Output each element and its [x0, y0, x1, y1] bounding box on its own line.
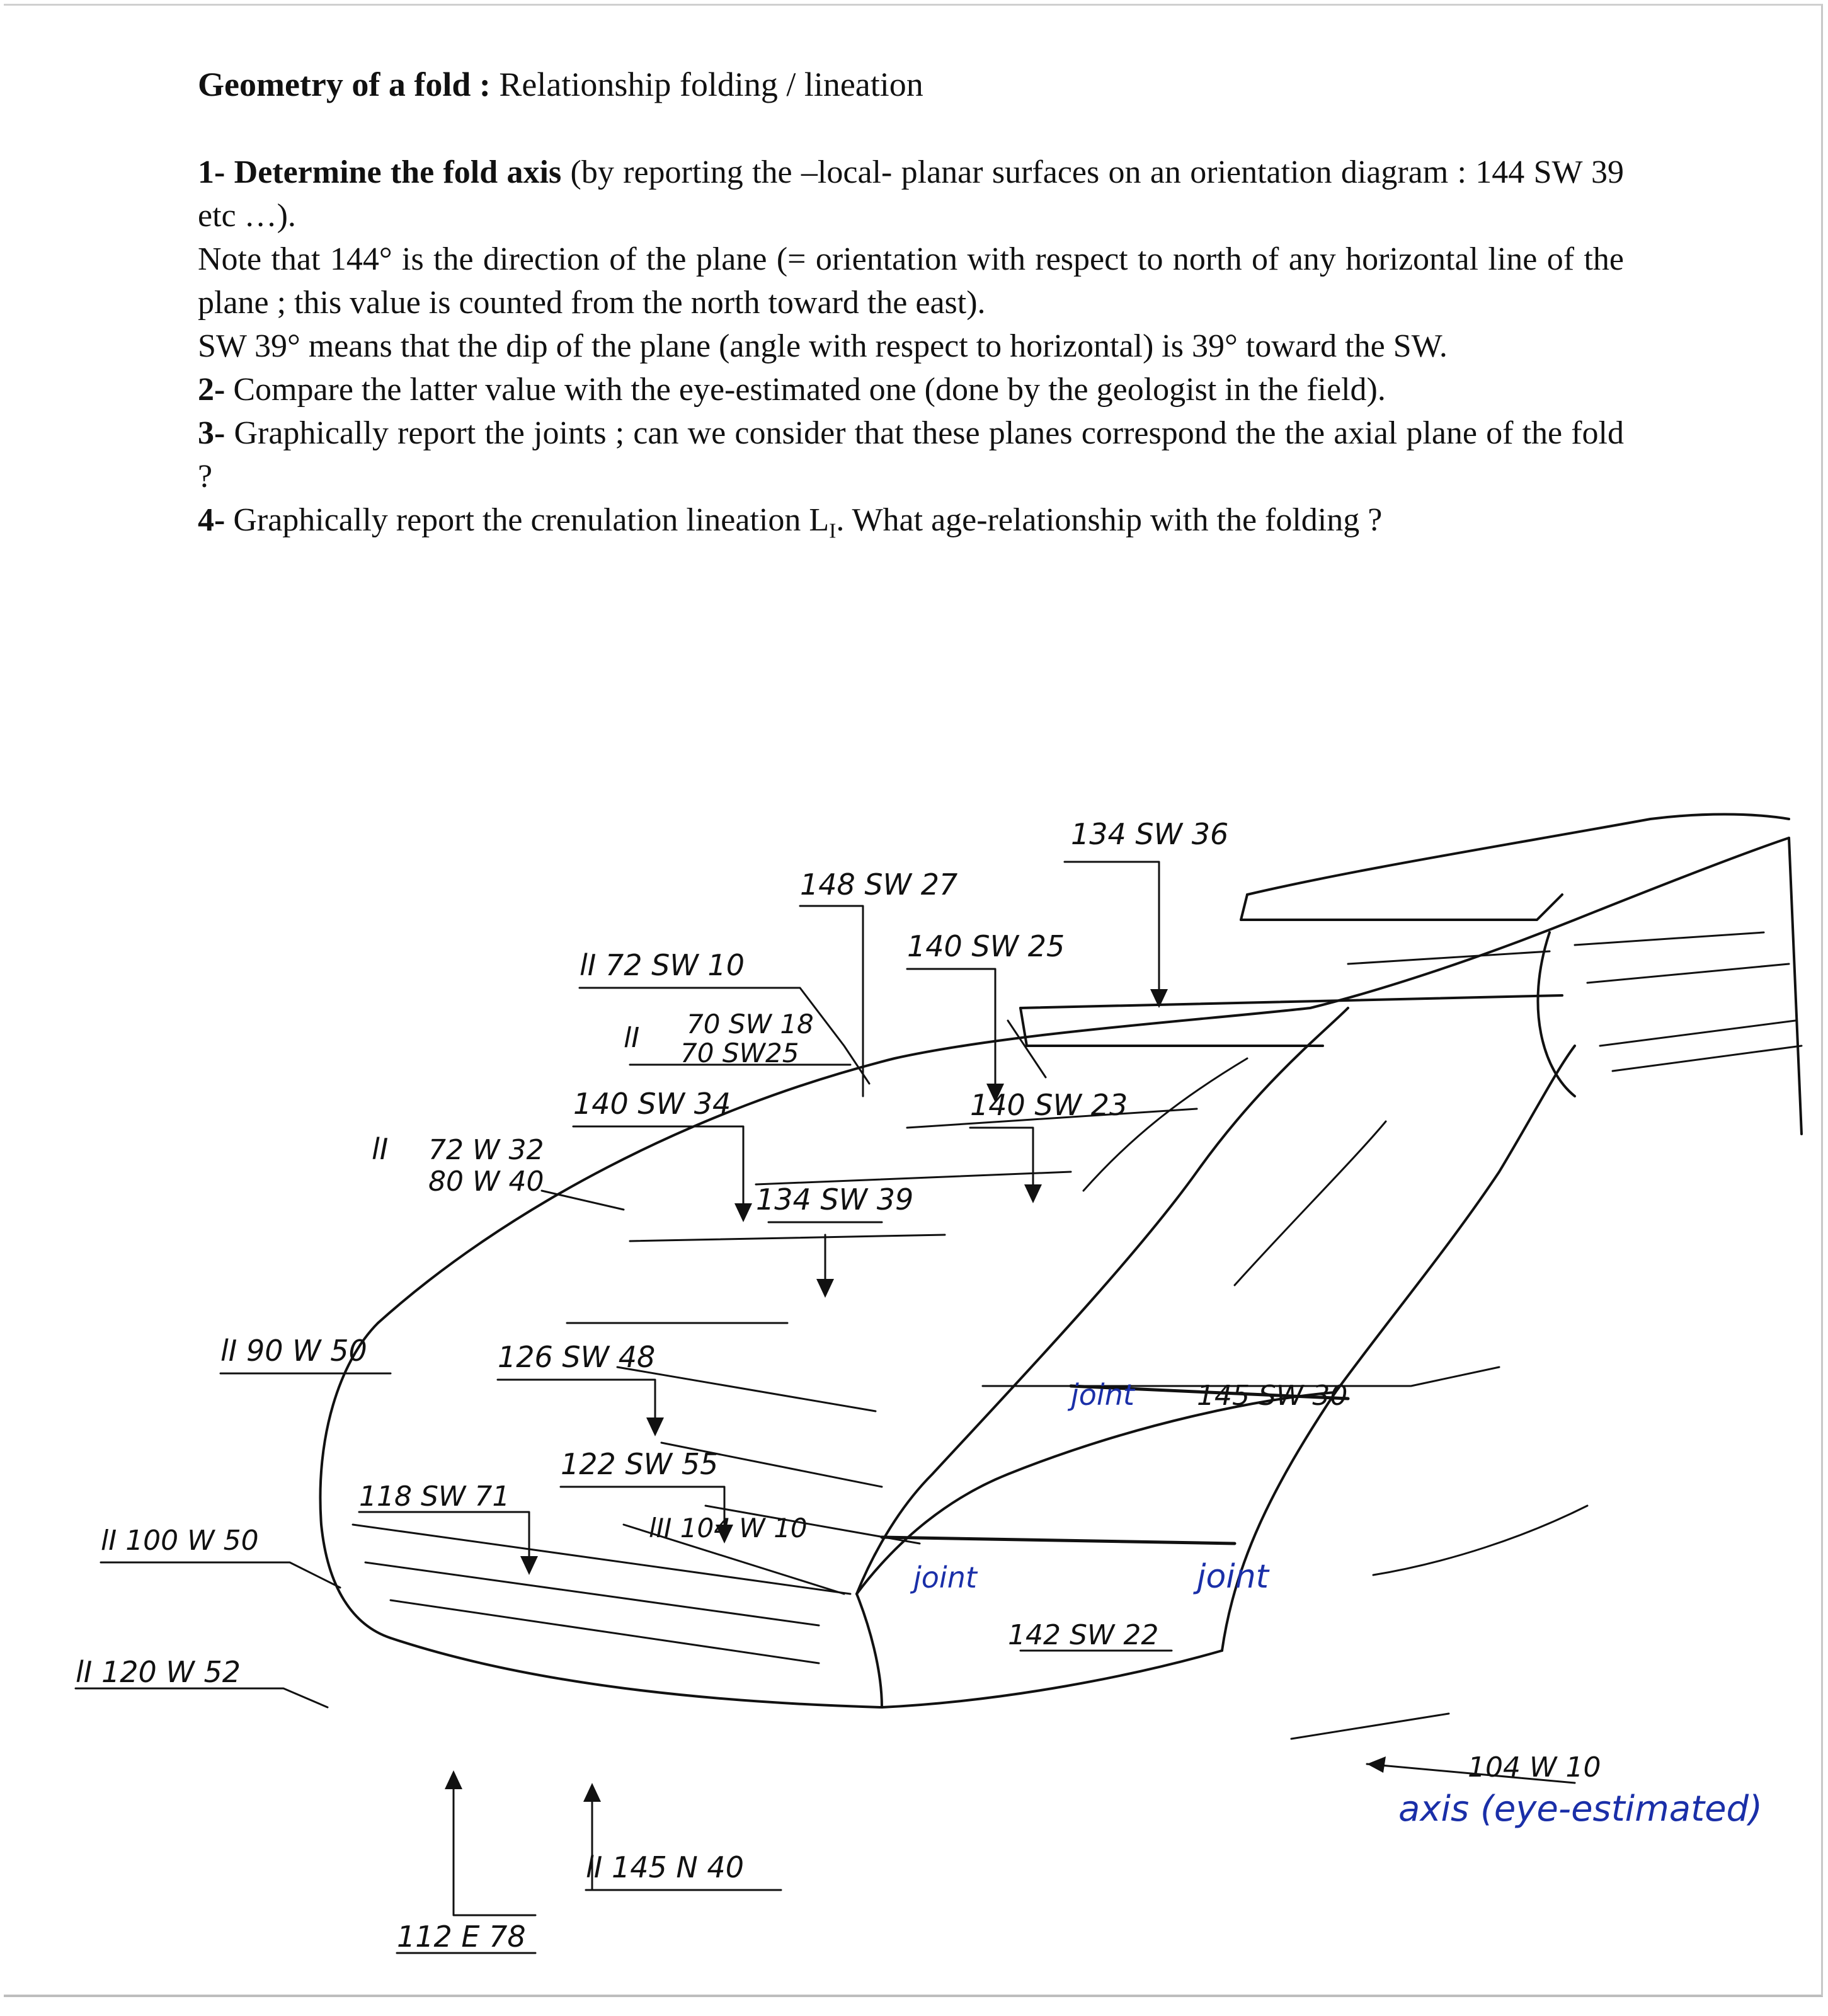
label-li-90-w50: lI 90 W 50 [220, 1334, 367, 1368]
arrowhead-icon [816, 1279, 834, 1298]
label-118-sw71: 118 SW 71 [359, 1480, 510, 1513]
arrowhead-icon [716, 1525, 733, 1544]
arrowhead-icon [445, 1770, 462, 1789]
label-li-120-w52: lI 120 W 52 [76, 1655, 241, 1689]
arrowhead-icon [646, 1418, 664, 1436]
annotation-joint-right: joint [1193, 1558, 1270, 1596]
label-148-sw27: 148 SW 27 [800, 868, 957, 902]
label-134-sw36: 134 SW 36 [1071, 817, 1228, 851]
arrowhead-icon [520, 1556, 538, 1575]
fold-sketch-svg: 134 SW 36 148 SW 27 140 SW 25 lI 72 SW 1… [74, 813, 1803, 1954]
label-70-sw18: 70 SW 18 [687, 1009, 814, 1040]
label-140-sw25: 140 SW 25 [907, 929, 1065, 963]
label-80-w40: 80 W 40 [428, 1166, 544, 1198]
note-dip: SW 39° means that the dip of the plane (… [198, 328, 1448, 364]
label-li-145-n40: lI 145 N 40 [586, 1850, 744, 1884]
label-126-sw48: 126 SW 48 [498, 1340, 655, 1374]
label-72-w32: 72 W 32 [428, 1134, 544, 1166]
label-104-w10-axis: 104 W 10 [1468, 1751, 1601, 1784]
label-li-prefix-70: lI [624, 1022, 639, 1054]
arrowhead-icon [986, 1084, 1004, 1102]
arrowhead-icon [1024, 1184, 1042, 1203]
arrowheads [445, 989, 1386, 1802]
annotation-joint-left: joint [910, 1561, 978, 1595]
arrowhead-icon [1150, 989, 1168, 1008]
label-li-100-w50: lI 100 W 50 [101, 1525, 259, 1557]
exercise-text: Geometry of a fold : Relationship foldin… [198, 63, 1624, 542]
measurement-labels: 134 SW 36 148 SW 27 140 SW 25 lI 72 SW 1… [76, 817, 1601, 1954]
fold-sketch: 134 SW 36 148 SW 27 140 SW 25 lI 72 SW 1… [0, 693, 1828, 1991]
label-112-e78: 112 E 78 [397, 1920, 526, 1954]
arrowhead-icon [734, 1203, 752, 1222]
scan-border [4, 4, 1823, 1997]
question-2: 2- Compare the latter value with the eye… [198, 372, 1386, 408]
note-direction: Note that 144° is the direction of the p… [198, 241, 1624, 321]
arrowhead-icon [583, 1783, 601, 1802]
arrowhead-icon [1367, 1756, 1386, 1773]
blue-annotations: joint joint joint axis (eye-estimated) [910, 1378, 1762, 1830]
label-140-sw34: 140 SW 34 [573, 1087, 731, 1121]
label-li-72-sw10: lI 72 SW 10 [580, 948, 745, 982]
fold-outline [74, 813, 1803, 1954]
page-title: Geometry of a fold : Relationship foldin… [198, 66, 923, 103]
label-li-prefix-72: lI [372, 1132, 388, 1166]
label-122-sw55: 122 SW 55 [561, 1447, 718, 1481]
label-134-sw39: 134 SW 39 [756, 1183, 913, 1217]
question-4: 4- Graphically report the crenulation li… [198, 502, 1383, 543]
question-1: 1- Determine the fold axis (by reporting… [198, 154, 1625, 234]
annotation-axis-eye-estimated: axis (eye-estimated) [1398, 1789, 1762, 1830]
label-142-sw22: 142 SW 22 [1008, 1619, 1158, 1651]
label-145-sw30: 145 SW 30 [1197, 1380, 1347, 1412]
label-70-sw25: 70 SW25 [680, 1038, 799, 1068]
annotation-joint-upper: joint [1067, 1378, 1136, 1412]
question-3: 3- Graphically report the joints ; can w… [198, 415, 1624, 495]
